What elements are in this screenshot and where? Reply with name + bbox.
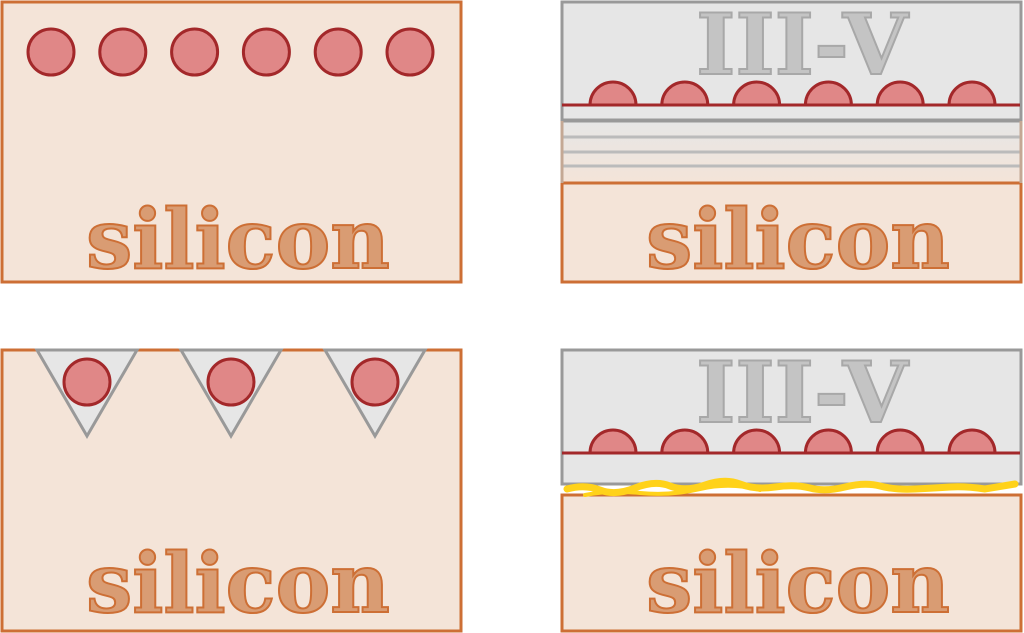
quantum-dot bbox=[588, 428, 638, 455]
silicon-substrate bbox=[560, 181, 1023, 284]
quantum-dot bbox=[62, 357, 112, 407]
quantum-dot bbox=[947, 80, 997, 107]
silicon-label: silicon bbox=[86, 192, 390, 288]
quantum-dot bbox=[732, 428, 782, 455]
silicon-label: silicon bbox=[646, 536, 950, 632]
quantum-dot bbox=[803, 80, 853, 107]
quantum-dot bbox=[98, 27, 148, 77]
silicon-substrate bbox=[0, 0, 463, 284]
iiiv-label: III-V bbox=[696, 343, 910, 442]
quantum-dot bbox=[947, 428, 997, 455]
iiiv-layer bbox=[560, 348, 1023, 486]
silicon-label: silicon bbox=[646, 192, 950, 288]
panel-dots-in-silicon: silicon bbox=[0, 0, 463, 289]
v-grooves bbox=[34, 348, 428, 439]
bonding-layer-texture bbox=[583, 483, 762, 497]
quantum-dot bbox=[313, 27, 363, 77]
quantum-dot bbox=[241, 27, 291, 77]
quantum-dot bbox=[732, 80, 782, 107]
quantum-dot bbox=[385, 27, 435, 77]
panel-iiiv-grown-on-silicon: III-V silicon bbox=[560, 0, 1023, 289]
quantum-dot bbox=[660, 428, 710, 455]
quantum-dots bbox=[588, 428, 997, 455]
quantum-dot bbox=[26, 27, 76, 77]
quantum-dot bbox=[588, 80, 638, 107]
bonding-layer bbox=[563, 477, 1019, 497]
quantum-dots bbox=[26, 27, 435, 77]
quantum-dot bbox=[875, 428, 925, 455]
iiiv-label: III-V bbox=[696, 0, 910, 94]
quantum-dot bbox=[875, 80, 925, 107]
quantum-dot bbox=[803, 428, 853, 455]
panel-dots-in-v-grooves: silicon bbox=[0, 348, 463, 633]
quantum-dots bbox=[588, 80, 997, 107]
iiiv-layer bbox=[560, 0, 1023, 122]
silicon-label: silicon bbox=[86, 536, 390, 632]
quantum-dot bbox=[170, 27, 220, 77]
silicon-substrate bbox=[560, 493, 1023, 633]
panel-iiiv-bonded-on-silicon: III-V silicon bbox=[560, 342, 1023, 633]
quantum-dot bbox=[350, 357, 400, 407]
quantum-dot bbox=[660, 80, 710, 107]
quantum-dot bbox=[206, 357, 256, 407]
